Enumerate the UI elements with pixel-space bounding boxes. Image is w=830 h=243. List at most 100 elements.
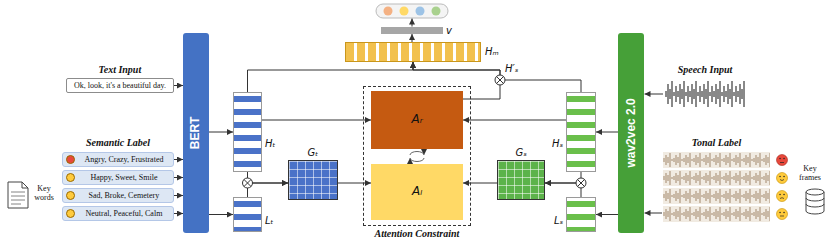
emoji-icon <box>780 159 784 213</box>
connector-arrow <box>209 132 233 133</box>
connector-arrow <box>248 172 289 183</box>
database-icon <box>806 189 824 195</box>
math-symbol: Aᵣ <box>412 113 423 127</box>
text-input-box: Text InputOk, look, it's a beautiful day… <box>66 78 174 93</box>
tonal-strips <box>663 206 770 222</box>
speech-waveform <box>645 80 746 108</box>
keyword-text: Neutral, Peaceful, Calm <box>86 209 163 218</box>
tonal-strips <box>663 152 770 168</box>
emoji-icon <box>777 173 788 184</box>
semantic-label-box: Neutral, Peaceful, Calm <box>62 206 174 221</box>
connector-arrow <box>262 120 371 121</box>
connector-arrow <box>596 214 618 215</box>
input-heading: Text Input <box>99 64 142 76</box>
output-bar <box>384 7 393 16</box>
gram-matrix: Gₜ <box>288 160 338 200</box>
connector-arrow <box>174 177 183 178</box>
tonal-strips <box>663 152 770 168</box>
tonal-strips <box>663 188 770 204</box>
math-symbol: Hₛ <box>552 138 563 150</box>
database-icon <box>806 189 824 214</box>
multiply-symbol <box>243 178 253 188</box>
cycle-icon <box>410 152 424 162</box>
emoji-icon <box>66 209 75 218</box>
semantic-label-box: Happy, Sweet, Smile <box>62 170 174 185</box>
encoder-name: wav2vec 2.0 <box>624 98 638 167</box>
multiply-symbol <box>244 180 251 187</box>
tonal-strips <box>663 206 770 222</box>
connector-arrow <box>545 183 581 197</box>
connector-arrow <box>248 183 289 197</box>
emoji-icon <box>777 191 788 202</box>
tonal-strips <box>663 170 770 186</box>
semantic-label-box: Sad, Broke, Cemetery <box>62 188 174 203</box>
emoji-icon <box>66 191 75 200</box>
math-symbol: Gₜ <box>308 147 319 159</box>
connector-arrow <box>248 62 414 92</box>
keyword-text: Angry, Crazy, Frustrated <box>85 155 164 164</box>
gram-matrix: Gₛ <box>497 160 545 200</box>
attention-map: Aᵣ <box>371 91 463 149</box>
multiply-symbol <box>578 180 585 187</box>
fused-feature-bar: Hₘ <box>345 42 481 62</box>
emoji-icon <box>66 155 75 164</box>
feature-stack: Lₛ <box>566 197 596 232</box>
output-bar <box>400 7 409 16</box>
math-symbol: Lₛ <box>554 215 563 227</box>
vector-bar: v <box>381 27 443 34</box>
box-caption: Attention Constraint <box>375 228 460 240</box>
tonal-strips <box>663 170 770 186</box>
multiply-symbol <box>243 178 253 188</box>
tonal-strips <box>663 152 770 168</box>
connector-arrow <box>596 132 618 133</box>
output-bar <box>432 7 441 16</box>
output-bar <box>412 19 413 27</box>
keyword-text: Sad, Broke, Cemetery <box>89 191 160 200</box>
multiply-symbol <box>576 178 586 188</box>
tonal-strips <box>663 170 770 186</box>
attention-map: Aₗ <box>371 164 463 220</box>
emoji-icon <box>777 155 788 220</box>
feature-stack: Hₛ <box>566 92 596 172</box>
emoji-icon <box>780 163 784 217</box>
document-icon <box>22 182 28 188</box>
semantic-label-box: Angry, Crazy, Frustrated <box>62 152 174 167</box>
multiply-symbol <box>497 77 504 84</box>
math-symbol: v <box>446 25 452 37</box>
group-heading: Semantic Label <box>62 137 174 149</box>
encoder-name: BERT <box>189 117 203 150</box>
keyword-text: Happy, Sweet, Smile <box>91 173 158 182</box>
feature-stack: Lₜ <box>233 197 262 232</box>
multiply-symbol <box>495 75 505 85</box>
connector-arrow <box>209 214 233 215</box>
cycle-icon <box>410 158 424 162</box>
math-symbol: Gₛ <box>516 147 527 159</box>
connector-arrow <box>174 85 183 86</box>
document-icon <box>11 192 25 204</box>
connector-arrow <box>412 34 413 42</box>
encoder-bar: wav2vec 2.0 <box>618 33 644 233</box>
speech-waveform <box>665 80 745 108</box>
document-icon <box>8 182 28 208</box>
math-symbol: Hₘ <box>485 46 499 58</box>
connector-arrow <box>463 183 497 184</box>
multiply-symbol <box>495 75 505 85</box>
input-sentence: Ok, look, it's a beautiful day. <box>74 81 166 90</box>
connector-arrow <box>174 213 183 214</box>
output-bar <box>376 4 448 27</box>
speech-waveform <box>665 80 745 108</box>
tonal-strips <box>663 188 770 204</box>
encoder-bar: BERT <box>183 33 209 233</box>
group-heading: Tonal Label <box>663 137 770 149</box>
connector-arrow <box>174 195 183 196</box>
cycle-icon <box>410 152 424 155</box>
output-bar <box>416 7 425 16</box>
math-symbol: Lₜ <box>265 215 274 227</box>
feature-stack: Hₜ <box>233 92 262 172</box>
input-heading: Speech Input <box>663 64 747 76</box>
connector-arrow <box>463 120 566 121</box>
source-label: Key frames <box>794 164 826 182</box>
tonal-strips <box>663 188 770 204</box>
database-icon <box>806 198 824 207</box>
